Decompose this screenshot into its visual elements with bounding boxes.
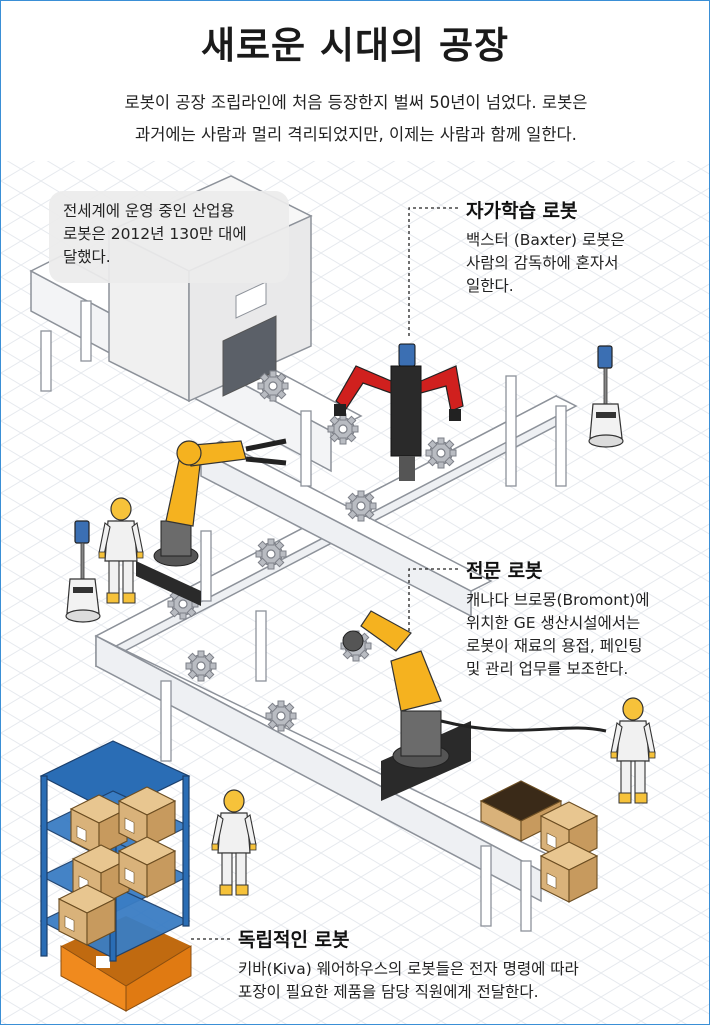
- conveyor-belt-main: [94, 394, 578, 903]
- industrial-arm-icon: [136, 438, 287, 606]
- stat-note: 전세계에 운영 중인 산업용 로봇은 2012년 130만 대에 달했다.: [49, 191, 289, 283]
- intro-line-1: 로봇이 공장 조립라인에 처음 등장한지 벌써 50년이 넘었다. 로봇은: [124, 93, 588, 112]
- gear-icon: [265, 700, 297, 732]
- gear-icon: [345, 490, 377, 522]
- callout-self-learning: 자가학습 로봇 백스터 (Baxter) 로봇은 사람의 감독하에 혼자서 일한…: [466, 196, 696, 298]
- gear-icon: [425, 437, 457, 469]
- callout-specialist: 전문 로봇 캐나다 브로몽(Bromont)에 위치한 GE 생산시설에서는 로…: [466, 556, 706, 681]
- industrial-arm-icon: [342, 610, 607, 801]
- callout-body: 키바(Kiva) 웨어하우스의 로봇들은 전자 명령에 따라 포장이 필요한 제…: [238, 960, 579, 1001]
- callout-body: 백스터 (Baxter) 로봇은 사람의 감독하에 혼자서 일한다.: [466, 231, 625, 295]
- gear-icon: [257, 370, 289, 402]
- gear-icon: [255, 538, 287, 570]
- intro-text: 로봇이 공장 조립라인에 처음 등장한지 벌써 50년이 넘었다. 로봇은 과거…: [41, 87, 671, 151]
- intro-line-2: 과거에는 사람과 멀리 격리되었지만, 이제는 사람과 함께 일한다.: [135, 125, 577, 144]
- callout-heading: 자가학습 로봇: [466, 200, 578, 222]
- baxter-robot-icon: [334, 343, 464, 481]
- callout-body: 캐나다 브로몽(Bromont)에 위치한 GE 생산시설에서는 로봇이 재료의…: [466, 591, 650, 678]
- callout-heading: 독립적인 로봇: [238, 929, 350, 951]
- gear-icon: [327, 413, 359, 445]
- callout-independent: 독립적인 로봇 키바(Kiva) 웨어하우스의 로봇들은 전자 명령에 따라 포…: [238, 925, 698, 1004]
- gear-icon: [185, 650, 217, 682]
- leader-lines: [191, 207, 459, 940]
- page-title: 새로운 시대의 공장: [200, 24, 510, 67]
- conveyor-legs: [40, 300, 567, 932]
- callout-heading: 전문 로봇: [466, 560, 543, 582]
